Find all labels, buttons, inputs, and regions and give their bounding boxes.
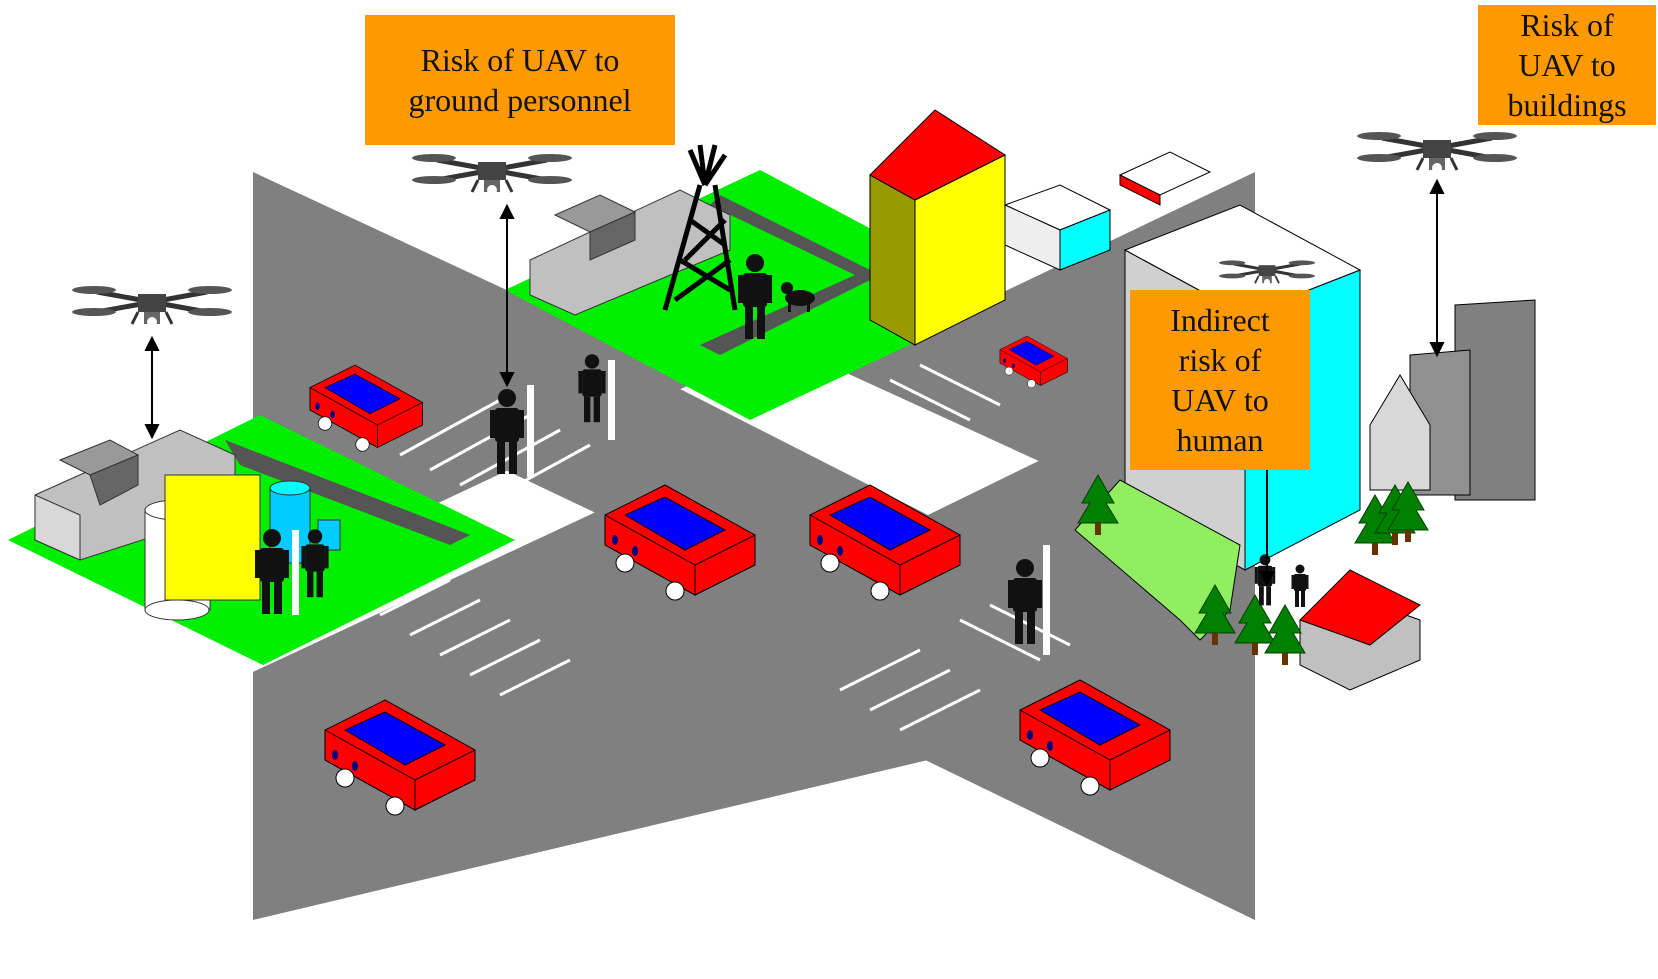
label-risk-ground-personnel: Risk of UAV to ground personnel (365, 15, 675, 145)
label-line: Risk of UAV to (420, 42, 620, 78)
label-line: UAV to (1171, 382, 1269, 418)
label-line: human (1176, 422, 1264, 458)
warehouse-center (529, 189, 731, 316)
grey-skyscrapers (1369, 299, 1536, 501)
label-indirect-risk-human: Indirect risk of UAV to human (1130, 290, 1310, 470)
poles (292, 360, 1050, 655)
parking-stripes (379, 363, 1071, 732)
lattice-tower-icon (662, 144, 738, 311)
house-red-roof (1299, 569, 1421, 691)
parking-lane-left (225, 440, 470, 545)
yellow-building (869, 109, 1007, 346)
label-line: buildings (1507, 87, 1627, 123)
dog-icon (781, 282, 815, 312)
road-lower (253, 440, 1255, 920)
warehouse-left (34, 429, 236, 561)
label-line: ground personnel (408, 82, 632, 118)
label-line: Indirect (1170, 302, 1270, 338)
lane-center (700, 195, 880, 355)
label-risk-buildings: Risk of UAV to buildings (1478, 5, 1656, 125)
gas-station (1118, 151, 1212, 206)
label-line: UAV to (1518, 47, 1616, 83)
label-line: risk of (1178, 342, 1262, 378)
small-office (1003, 184, 1112, 271)
label-line: Risk of (1520, 7, 1614, 43)
